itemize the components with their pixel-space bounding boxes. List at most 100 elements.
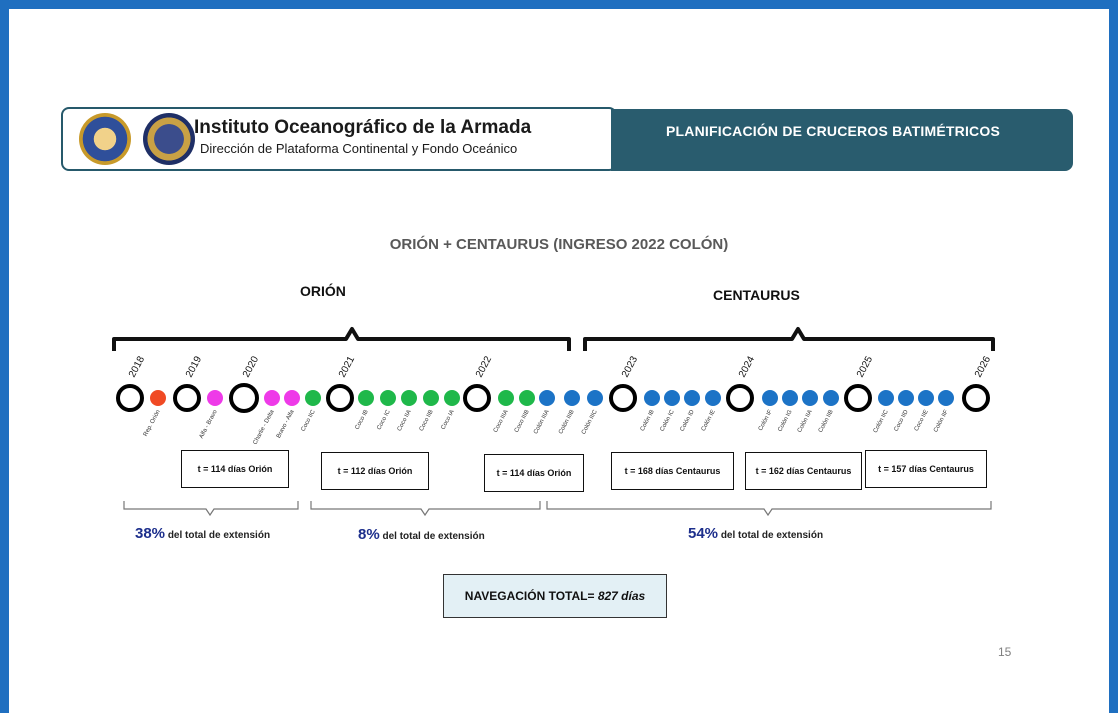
campaign-dot xyxy=(898,390,914,406)
campaign-dot xyxy=(150,390,166,406)
duration-box: t = 114 días Orión xyxy=(484,454,584,492)
navigation-total-box: NAVEGACIÓN TOTAL= 827 días xyxy=(443,574,667,618)
section-brace xyxy=(583,327,995,351)
campaign-dot xyxy=(802,390,818,406)
campaign-dot xyxy=(644,390,660,406)
banner-title: PLANIFICACIÓN DE CRUCEROS BATIMÉTRICOS xyxy=(665,123,1000,139)
diagram-title: ORIÓN + CENTAURUS (INGRESO 2022 COLÓN) xyxy=(389,236,729,253)
campaign-dot xyxy=(498,390,514,406)
campaign-label: Alfa - Bravo xyxy=(199,409,219,440)
campaign-label: Rep. Orión xyxy=(143,409,162,437)
campaign-label: Coco IIC xyxy=(301,409,318,433)
campaign-label: Coco IIE xyxy=(914,409,930,432)
percentage-brace xyxy=(546,501,992,517)
year-marker xyxy=(726,384,754,412)
campaign-label: Coco IB xyxy=(354,409,369,431)
year-label: 2022 xyxy=(474,354,494,379)
year-marker xyxy=(229,383,259,413)
institute-title: Instituto Oceanográfico de la Armada xyxy=(194,117,532,138)
banner-background xyxy=(611,109,1073,171)
campaign-dot xyxy=(587,390,603,406)
campaign-dot xyxy=(423,390,439,406)
campaign-label: Charlie - Delta xyxy=(252,409,276,446)
campaign-dot xyxy=(284,390,300,406)
year-label: 2026 xyxy=(973,354,993,379)
duration-box: t = 162 días Centaurus xyxy=(745,452,862,490)
percentage-text: del total de extensión xyxy=(720,530,824,541)
percentage-brace xyxy=(310,501,541,517)
year-marker xyxy=(844,384,872,412)
year-marker xyxy=(962,384,990,412)
campaign-label: Coco IA xyxy=(440,409,455,431)
campaign-dot xyxy=(539,390,555,406)
campaign-label: Coco IC xyxy=(376,409,392,432)
campaign-label: Coco IIA xyxy=(397,409,413,432)
year-marker xyxy=(463,384,491,412)
campaign-dot xyxy=(782,390,798,406)
institute-header xyxy=(61,107,617,171)
percentage-text: del total de extensión xyxy=(167,530,271,541)
campaign-dot xyxy=(938,390,954,406)
percentage-value: 54% xyxy=(688,525,719,542)
campaign-label: Coco IID xyxy=(894,409,911,433)
campaign-dot xyxy=(684,390,700,406)
year-marker xyxy=(326,384,354,412)
orion-section-title: ORIÓN xyxy=(300,283,346,299)
campaign-dot xyxy=(305,390,321,406)
year-label: 2025 xyxy=(855,354,875,379)
campaign-dot xyxy=(358,390,374,406)
percentage-note: 8% del total de extensión xyxy=(358,526,485,543)
percentage-brace xyxy=(123,501,299,517)
campaign-label: Colón IIF xyxy=(933,409,950,434)
year-label: 2021 xyxy=(337,354,357,379)
armada-seal-icon xyxy=(143,113,195,165)
campaign-dot xyxy=(519,390,535,406)
campaign-label: Coco IIIA xyxy=(493,409,510,434)
campaign-label: Colón IF xyxy=(758,409,774,432)
campaign-dot xyxy=(444,390,460,406)
navigation-total-value: 827 días xyxy=(597,589,646,603)
campaign-dot xyxy=(705,390,721,406)
year-label: 2023 xyxy=(620,354,640,379)
percentage-note: 54% del total de extensión xyxy=(688,525,823,542)
campaign-label: Bravo - Alfa xyxy=(276,409,296,440)
year-marker xyxy=(609,384,637,412)
percentage-value: 8% xyxy=(358,526,380,543)
campaign-label: Colón IB xyxy=(640,409,656,432)
campaign-label: Colón IIC xyxy=(873,409,890,434)
year-marker xyxy=(116,384,144,412)
year-label: 2020 xyxy=(241,354,261,379)
duration-box: t = 112 días Orión xyxy=(321,452,429,490)
percentage-note: 38% del total de extensión xyxy=(135,525,270,542)
campaign-dot xyxy=(564,390,580,406)
page-number: 15 xyxy=(998,645,1012,659)
centaurus-section-title: CENTAURUS xyxy=(713,287,800,303)
campaign-label: Colón IE xyxy=(701,409,717,432)
campaign-label: Colón IG xyxy=(777,409,794,433)
year-marker xyxy=(173,384,201,412)
campaign-dot xyxy=(401,390,417,406)
campaign-label: Colón ID xyxy=(680,409,697,433)
percentage-value: 38% xyxy=(135,525,166,542)
institute-subtitle: Dirección de Plataforma Continental y Fo… xyxy=(200,141,518,156)
duration-box: t = 168 días Centaurus xyxy=(611,452,734,490)
campaign-dot xyxy=(762,390,778,406)
campaign-dot xyxy=(264,390,280,406)
campaign-label: Colón IIIB xyxy=(558,409,576,435)
campaign-dot xyxy=(664,390,680,406)
navigation-total-label: NAVEGACIÓN TOTAL= xyxy=(464,589,595,603)
campaign-label: Colón IIIC xyxy=(581,409,599,436)
section-brace xyxy=(112,327,571,351)
year-label: 2019 xyxy=(184,354,204,379)
year-label: 2024 xyxy=(737,354,757,379)
campaign-dot xyxy=(918,390,934,406)
campaign-dot xyxy=(878,390,894,406)
campaign-dot xyxy=(823,390,839,406)
percentage-text: del total de extensión xyxy=(382,531,485,542)
campaign-label: Coco IIB xyxy=(419,409,435,432)
year-label: 2018 xyxy=(127,354,147,379)
campaign-label: Coco IIIB xyxy=(514,409,531,434)
campaign-label: Colón IIA xyxy=(797,409,814,434)
duration-box: t = 114 días Orión xyxy=(181,450,289,488)
duration-box: t = 157 días Centaurus xyxy=(865,450,987,488)
